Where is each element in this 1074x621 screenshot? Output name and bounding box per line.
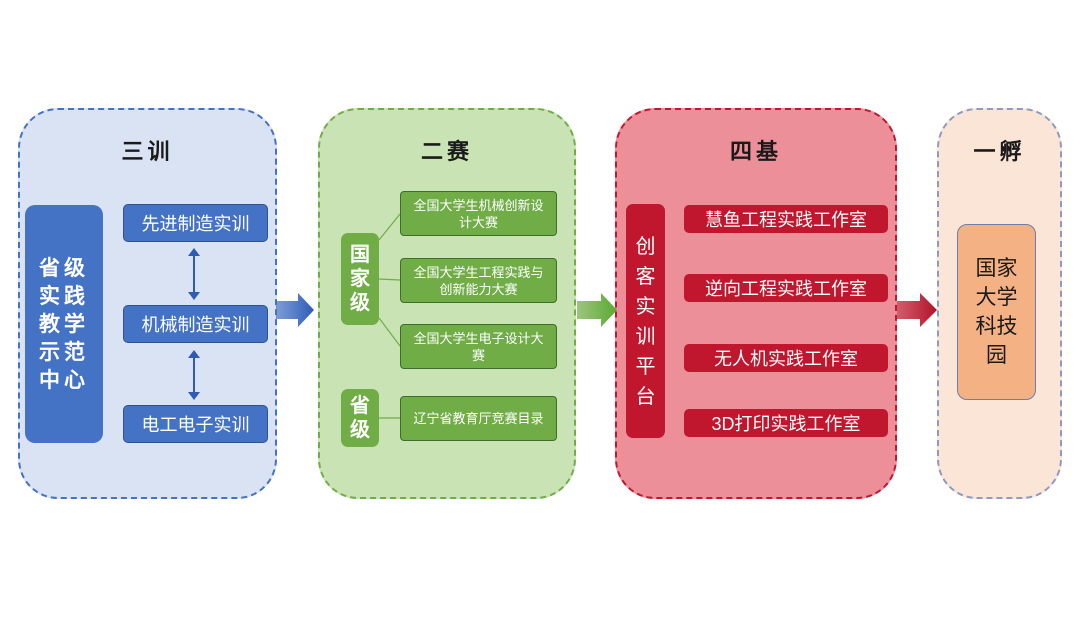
provincial-level-box: 省级 [341,389,379,447]
training-item-mechanical: 机械制造实训 [123,305,268,343]
training-item-advanced: 先进制造实训 [123,204,268,242]
panel-title-san-xun: 三训 [121,139,174,165]
studio-item-3d-printing: 3D打印实践工作室 [684,409,888,437]
panel-title-si-ji: 四基 [729,139,782,165]
national-level-label: 国家级 [350,244,370,314]
studio-item-fischertechnik: 慧鱼工程实践工作室 [684,205,888,233]
studio-item-reverse: 逆向工程实践工作室 [684,274,888,302]
science-park-label: 国家大学科技园 [975,256,1018,367]
flow-arrow-blue [276,293,314,327]
platform-label: 创客实训平台 [635,234,656,408]
panel-title-er-sai: 二赛 [420,139,473,165]
flow-arrow-red [897,293,937,327]
national-connector-lines [378,213,401,347]
center-label: 省级实践教学示范中心 [39,255,89,392]
double-arrow-top [188,248,200,300]
flow-arrow-green [577,293,617,327]
competition-item-liaoning: 辽宁省教育厅竞赛目录 [400,396,557,441]
provincial-level-label: 省级 [350,395,370,441]
panel-title-yi-fu: 一孵 [973,139,1026,165]
national-level-box: 国家级 [341,233,379,325]
competition-item-engineering: 全国大学生工程实践与创新能力大赛 [400,258,557,303]
double-arrow-bottom [188,350,200,400]
platform-box: 创客实训平台 [626,204,665,438]
competition-item-electronic: 全国大学生电子设计大赛 [400,324,557,369]
training-item-electrical: 电工电子实训 [123,405,268,443]
competition-item-mechanical: 全国大学生机械创新设计大赛 [400,191,557,236]
studio-item-drone: 无人机实践工作室 [684,344,888,372]
science-park-box: 国家大学科技园 [957,224,1036,400]
center-box: 省级实践教学示范中心 [25,205,103,443]
